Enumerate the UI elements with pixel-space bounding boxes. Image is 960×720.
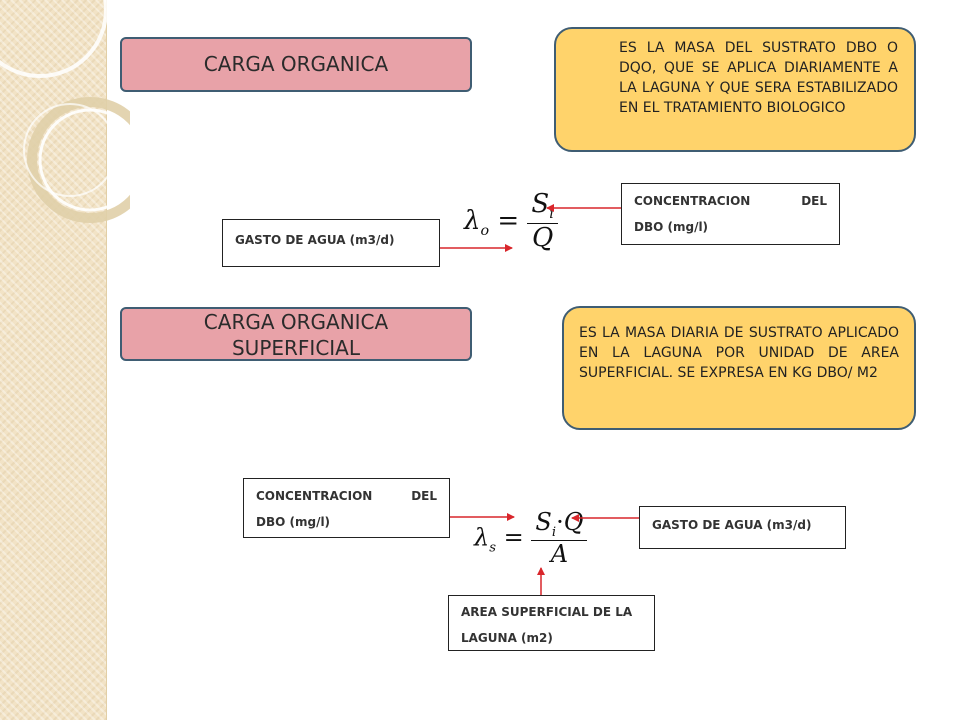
carga-organica-title: CARGA ORGANICA <box>120 37 472 92</box>
formula-equals: = <box>497 205 520 236</box>
formula-carga-organica: λo = Si Q <box>464 190 558 254</box>
label-area-superficial-line2: LAGUNA (m2) <box>461 631 553 646</box>
formula-s-numerator: Si·Q <box>531 509 588 542</box>
label-gasto-agua-2: GASTO DE AGUA (m3/d) <box>639 506 846 549</box>
carga-superficial-definition-line1: ES LA MASA DIARIA DE SUSTRATO APLICADO E… <box>579 325 899 381</box>
formula-carga-superficial: λs = Si·Q A <box>474 509 588 569</box>
label-concentracion-2-word2: DEL <box>411 489 437 503</box>
label-concentracion-1-line2: DBO (mg/l) <box>634 220 709 235</box>
label-gasto-agua-1: GASTO DE AGUA (m3/d) <box>222 219 440 267</box>
carga-superficial-title-line2: SUPERFICIAL <box>231 336 361 360</box>
label-concentracion-1-word1: CONCENTRACION <box>634 194 751 208</box>
formula-s-subscript: s <box>489 540 496 556</box>
label-concentracion-1-word2: DEL <box>801 194 827 208</box>
decorative-circles <box>0 0 130 223</box>
carga-superficial-definition: ES LA MASA DIARIA DE SUSTRATO APLICADO E… <box>562 306 916 430</box>
formula-s-denominator: A <box>550 540 569 569</box>
label-concentracion-2-word1: CONCENTRACION <box>256 489 373 503</box>
label-gasto-agua-1-text: GASTO DE AGUA (m3/d) <box>235 233 395 247</box>
formula-denominator: Q <box>531 222 554 253</box>
formula-s-equals: = <box>503 523 524 552</box>
label-area-superficial-line1: AREA SUPERFICIAL DE LA <box>461 605 633 619</box>
carga-superficial-definition-line3: EXPRESA EN KG DBO/ M2 <box>699 364 878 381</box>
label-concentracion-dbo-1: CONCENTRACION DEL DBO (mg/l) <box>621 183 840 245</box>
formula-subscript: o <box>480 223 490 240</box>
formula-numerator: Si <box>527 190 558 224</box>
carga-organica-definition-text: ES LA MASA DEL SUSTRATO DBO O DQO, QUE S… <box>619 40 898 116</box>
formula-fraction: Si Q <box>527 190 558 254</box>
carga-superficial-title-line1: CARGA ORGANICA <box>203 310 389 334</box>
label-concentracion-2-line2: DBO (mg/l) <box>256 515 331 530</box>
carga-superficial-title: CARGA ORGANICA SUPERFICIAL <box>120 307 472 361</box>
formula-s-fraction: Si·Q A <box>531 509 588 569</box>
label-gasto-agua-2-text: GASTO DE AGUA (m3/d) <box>652 518 812 532</box>
label-area-superficial: AREA SUPERFICIAL DE LA LAGUNA (m2) <box>448 595 655 651</box>
carga-organica-definition: ES LA MASA DEL SUSTRATO DBO O DQO, QUE S… <box>554 27 916 152</box>
formula-symbol: λ <box>464 205 481 236</box>
carga-superficial-definition-line2: SE <box>677 364 696 381</box>
formula-s-symbol: λ <box>474 523 490 552</box>
carga-organica-title-text: CARGA ORGANICA <box>203 52 389 76</box>
label-concentracion-dbo-2: CONCENTRACION DEL DBO (mg/l) <box>243 478 450 538</box>
